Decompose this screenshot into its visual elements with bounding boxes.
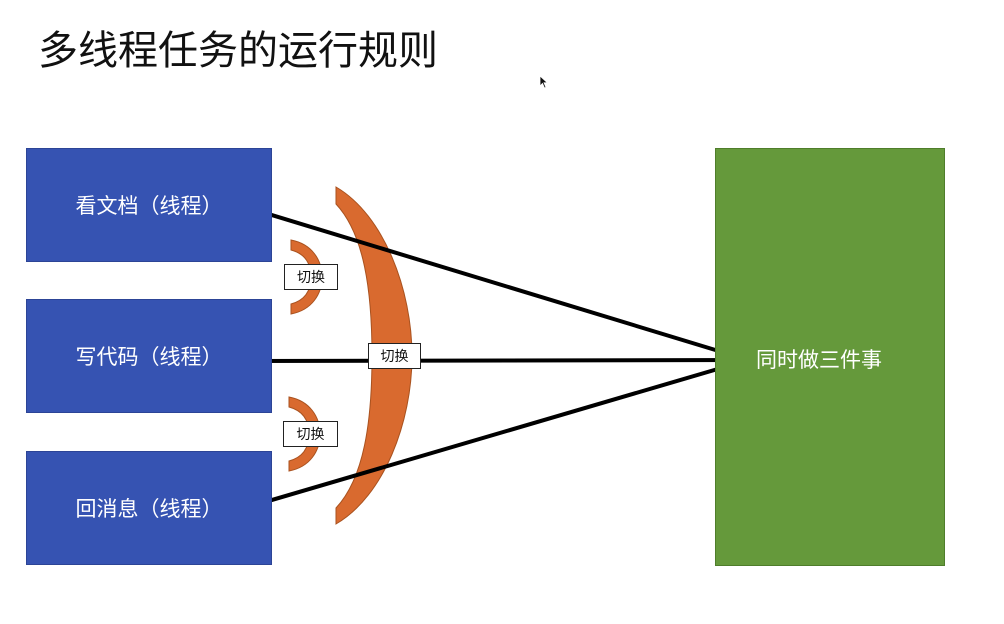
thread-label-msg: 回消息（线程） — [75, 497, 223, 521]
thread-box-code: 写代码（线程） — [26, 299, 272, 413]
arrow-msg-to-result — [247, 356, 747, 509]
thread-label-code: 写代码（线程） — [75, 345, 223, 369]
mouse-pointer-icon — [539, 75, 549, 89]
thread-box-msg: 回消息（线程） — [26, 451, 272, 565]
result-label: 同时做三件事 — [756, 348, 882, 372]
thread-label-doc: 看文档（线程） — [75, 194, 223, 218]
arrow-doc-to-result — [251, 207, 747, 364]
switch-label-center: 切换 — [368, 343, 421, 369]
result-box — [715, 148, 945, 566]
page-title: 多线程任务的运行规则 — [38, 28, 438, 74]
switch-label-bottom: 切换 — [283, 421, 338, 447]
switch-label-top: 切换 — [284, 264, 338, 290]
arrow-code-to-result — [245, 350, 747, 371]
thread-box-doc: 看文档（线程） — [26, 148, 272, 262]
